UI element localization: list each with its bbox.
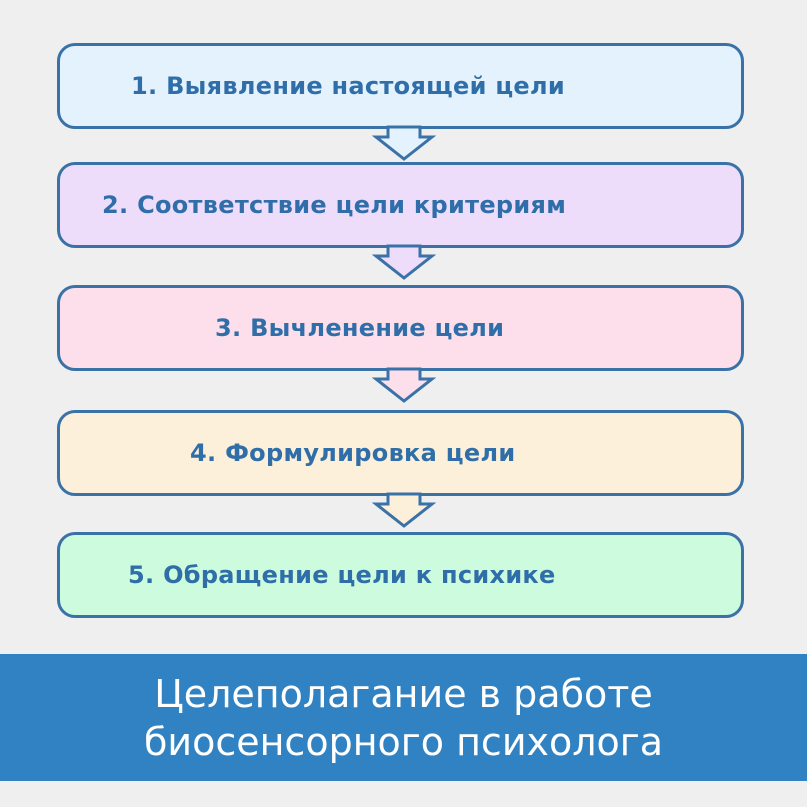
title-banner: Целеполагание в работе биосенсорного пси…	[0, 654, 807, 781]
arrow-down-icon	[372, 492, 436, 528]
step-label-5: 5. Обращение цели к психике	[128, 561, 556, 589]
title-line-1: Целеполагание в работе	[154, 671, 653, 716]
step-box-2: 2. Соответствие цели критериям	[57, 162, 744, 248]
title-line-2: биосенсорного психолога	[143, 719, 664, 764]
step-label-2: 2. Соответствие цели критериям	[102, 191, 567, 219]
step-box-1: 1. Выявление настоящей цели	[57, 43, 744, 129]
step-label-3: 3. Вычленение цели	[215, 314, 505, 342]
arrow-down-icon	[372, 125, 436, 161]
step-box-5: 5. Обращение цели к психике	[57, 532, 744, 618]
step-box-4: 4. Формулировка цели	[57, 410, 744, 496]
step-label-1: 1. Выявление настоящей цели	[131, 72, 566, 100]
arrow-down-icon	[372, 367, 436, 403]
arrow-down-icon	[372, 244, 436, 280]
step-box-3: 3. Вычленение цели	[57, 285, 744, 371]
step-label-4: 4. Формулировка цели	[190, 439, 516, 467]
